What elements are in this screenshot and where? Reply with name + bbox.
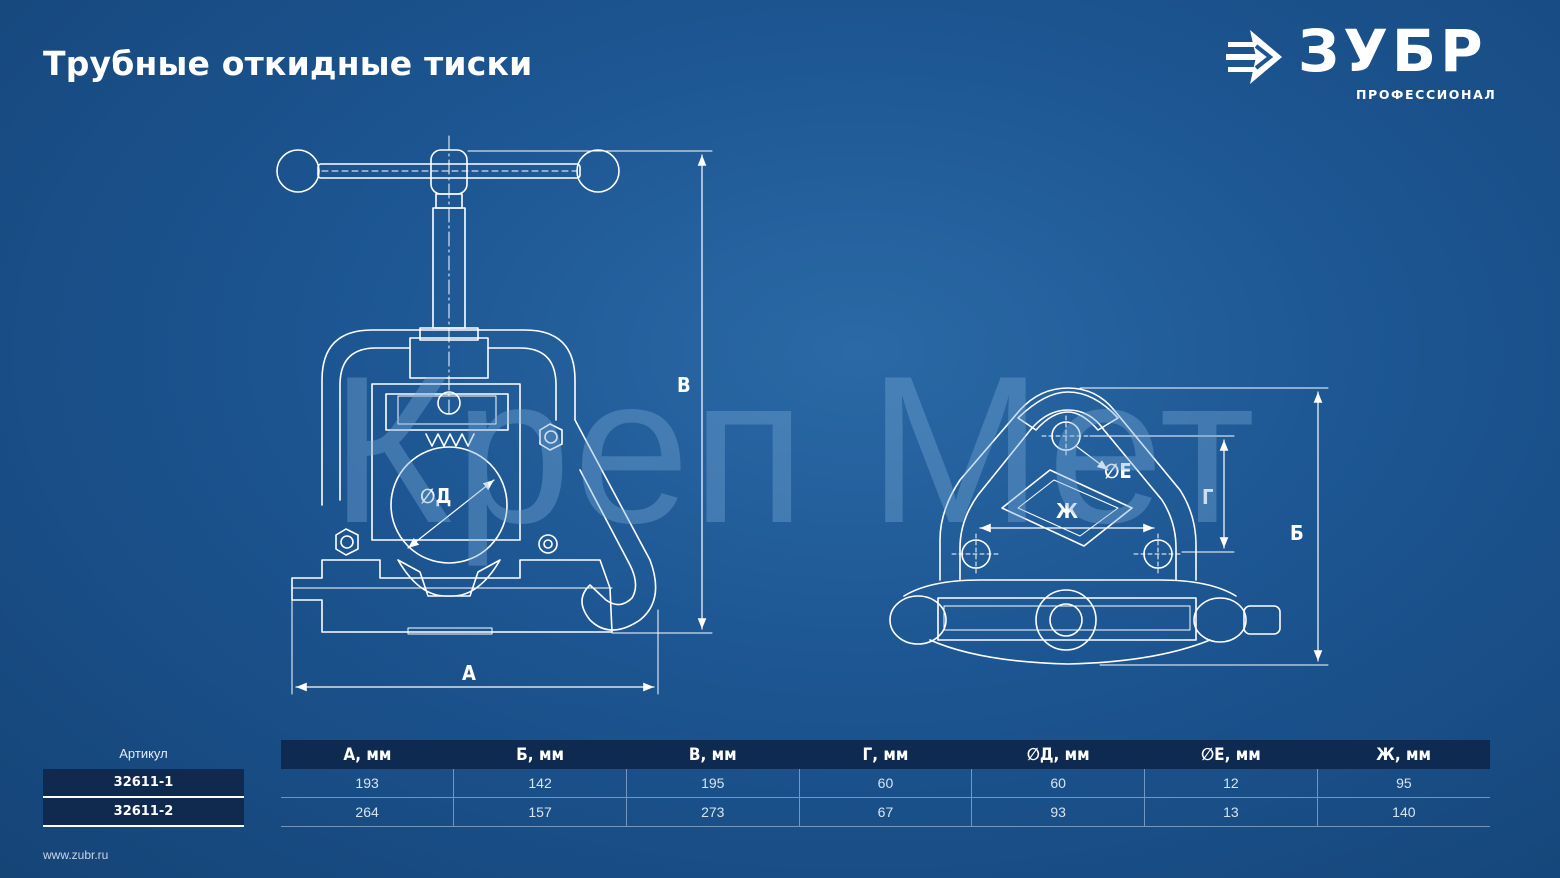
column-header: В, мм <box>626 740 800 769</box>
footer-url[interactable]: www.zubr.ru <box>43 848 109 862</box>
dim-label-v: В <box>677 373 691 397</box>
table-cell: 264 <box>281 797 454 827</box>
table-cell: 142 <box>453 769 627 798</box>
table-cell: 195 <box>625 769 800 798</box>
front-view-vise <box>276 135 657 635</box>
table-cell: 140 <box>1316 797 1490 827</box>
column-header: Б, мм <box>453 740 627 769</box>
column-header: ∅Е, мм <box>1144 740 1318 769</box>
article-header: Артикул <box>119 746 168 761</box>
column-header: ∅Д, мм <box>971 740 1145 769</box>
top-view-vise <box>889 387 1281 665</box>
table-cell: 60 <box>971 769 1145 798</box>
watermark: Креп Мет <box>330 332 1258 567</box>
table-cell: 193 <box>281 769 454 798</box>
table-cell: 67 <box>798 797 972 827</box>
table-cell: 93 <box>971 797 1145 827</box>
dim-label-g: Г <box>1202 485 1213 509</box>
zubr-arrow-icon <box>1226 30 1282 84</box>
article-cell: 32611-2 <box>43 798 244 827</box>
dim-label-b: Б <box>1290 521 1304 545</box>
dim-label-a: А <box>462 661 476 685</box>
page-title: Трубные откидные тиски <box>43 44 533 83</box>
dim-label-e: ∅Е <box>1104 459 1132 483</box>
table-row: 193 142 195 60 60 12 95 <box>281 769 1490 798</box>
table-cell: 157 <box>453 797 627 827</box>
spec-header-row: А, мм Б, мм В, мм Г, мм ∅Д, мм ∅Е, мм Ж,… <box>281 740 1490 769</box>
article-cell: 32611-1 <box>43 769 244 798</box>
logo-subtitle: ПРОФЕССИОНАЛ <box>1356 87 1497 102</box>
column-header: Ж, мм <box>1317 740 1490 769</box>
table-cell: 60 <box>798 769 972 798</box>
dimension-labels: А В ∅Д Б Г ∅Е Ж <box>420 373 1304 685</box>
dim-label-d: ∅Д <box>420 484 451 508</box>
column-header: Г, мм <box>799 740 972 769</box>
table-cell: 13 <box>1144 797 1318 827</box>
table-cell: 95 <box>1316 769 1490 798</box>
brand-logo: ЗУБР ПРОФЕССИОНАЛ <box>1226 22 1526 106</box>
table-cell: 12 <box>1144 769 1318 798</box>
column-header: А, мм <box>281 740 454 769</box>
table-cell: 273 <box>625 797 800 827</box>
dim-label-zh: Ж <box>1056 499 1078 523</box>
table-row: 264 157 273 67 93 13 140 <box>281 797 1490 827</box>
logo-wordmark: ЗУБР <box>1298 17 1487 85</box>
spec-table: А, мм Б, мм В, мм Г, мм ∅Д, мм ∅Е, мм Ж,… <box>281 740 1490 827</box>
